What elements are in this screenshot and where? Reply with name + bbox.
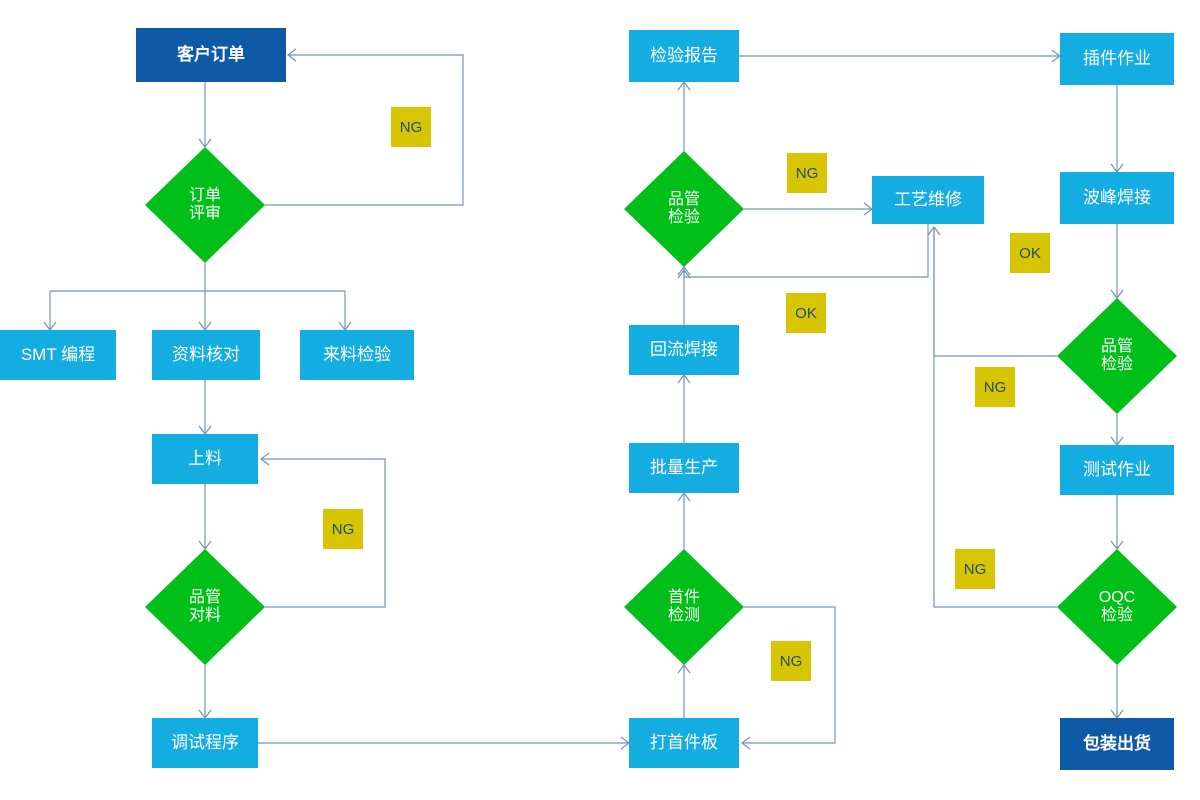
node-test-operation[interactable]: 测试作业 xyxy=(1060,445,1174,495)
edge-label-ng-first-article: NG xyxy=(771,641,811,681)
node-label: SMT 编程 xyxy=(20,345,96,365)
diamond-shape xyxy=(624,549,744,665)
node-label: 批量生产 xyxy=(650,458,718,478)
node-label: 调试程序 xyxy=(171,733,239,753)
edge-label-text: OK xyxy=(1019,244,1041,262)
node-label: 客户订单 xyxy=(177,45,245,65)
node-debug-program[interactable]: 调试程序 xyxy=(152,718,258,768)
node-label: 检验报告 xyxy=(650,46,718,66)
edge-label-ng-order-review: NG xyxy=(391,107,431,147)
node-smt-programming[interactable]: SMT 编程 xyxy=(0,330,116,380)
node-process-repair[interactable]: 工艺维修 xyxy=(872,176,984,224)
node-customer-order[interactable]: 客户订单 xyxy=(136,28,286,82)
node-label: 包装出货 xyxy=(1083,734,1151,754)
diamond-shape xyxy=(1057,298,1177,414)
node-through-hole-assembly[interactable]: 插件作业 xyxy=(1060,33,1174,85)
node-wave-soldering[interactable]: 波峰焊接 xyxy=(1060,172,1174,224)
node-label: 回流焊接 xyxy=(650,340,718,360)
node-label: 品管 检验 xyxy=(667,190,700,226)
node-label: 首件 检测 xyxy=(667,588,700,624)
node-reflow-soldering[interactable]: 回流焊接 xyxy=(629,325,739,375)
node-label: 资料核对 xyxy=(172,345,240,365)
node-label: 打首件板 xyxy=(650,733,718,753)
node-label: 工艺维修 xyxy=(894,190,962,210)
edge-label-text: OK xyxy=(795,304,817,322)
node-packing-shipment[interactable]: 包装出货 xyxy=(1060,718,1174,770)
node-label: OQC 检验 xyxy=(1098,588,1136,624)
edge-label-text: NG xyxy=(963,560,987,578)
node-first-article-inspection[interactable]: 首件 检测 xyxy=(624,549,744,665)
diamond-shape xyxy=(145,147,265,263)
diamond-shape xyxy=(145,549,265,665)
node-label: 波峰焊接 xyxy=(1083,188,1151,208)
node-label: 品管 对料 xyxy=(188,588,221,624)
node-oqc-inspection[interactable]: OQC 检验 xyxy=(1057,549,1177,665)
edge-label-text: NG xyxy=(795,164,819,182)
node-inspection-report[interactable]: 检验报告 xyxy=(629,30,739,82)
edge-label-ng-qc-match: NG xyxy=(323,509,363,549)
edge-label-text: NG xyxy=(331,520,355,538)
edge-label-text: NG xyxy=(399,118,423,136)
diamond-shape xyxy=(1057,549,1177,665)
node-data-verification[interactable]: 资料核对 xyxy=(152,330,260,380)
node-order-review[interactable]: 订单 评审 xyxy=(145,147,265,263)
edge-label-ng-qc1-repair: NG xyxy=(787,153,827,193)
edge-label-ng-qc2-repair: NG xyxy=(975,367,1015,407)
node-incoming-inspection[interactable]: 来料检验 xyxy=(300,330,414,380)
edge-label-text: NG xyxy=(983,378,1007,396)
node-print-first-board[interactable]: 打首件板 xyxy=(629,718,739,768)
node-qc-material-match[interactable]: 品管 对料 xyxy=(145,549,265,665)
node-label: 来料检验 xyxy=(323,345,391,365)
edge-label-text: NG xyxy=(779,652,803,670)
node-label: 插件作业 xyxy=(1083,49,1151,69)
node-label: 订单 评审 xyxy=(188,186,221,222)
node-qc-inspection-2[interactable]: 品管 检验 xyxy=(1057,298,1177,414)
node-mass-production[interactable]: 批量生产 xyxy=(629,443,739,493)
node-label: 上料 xyxy=(188,449,222,469)
edge-label-ok-repair-qc1: OK xyxy=(786,293,826,333)
edge-label-ok-wave-qc2: OK xyxy=(1010,233,1050,273)
node-material-loading[interactable]: 上料 xyxy=(152,434,258,484)
node-label: 测试作业 xyxy=(1083,460,1151,480)
node-label: 品管 检验 xyxy=(1100,337,1133,373)
node-qc-inspection-1[interactable]: 品管 检验 xyxy=(624,151,744,267)
edge-label-ng-oqc-repair: NG xyxy=(955,549,995,589)
edge-review-ng-to-order xyxy=(265,48,464,206)
edge-oqc-ng-to-repair xyxy=(933,227,1057,608)
